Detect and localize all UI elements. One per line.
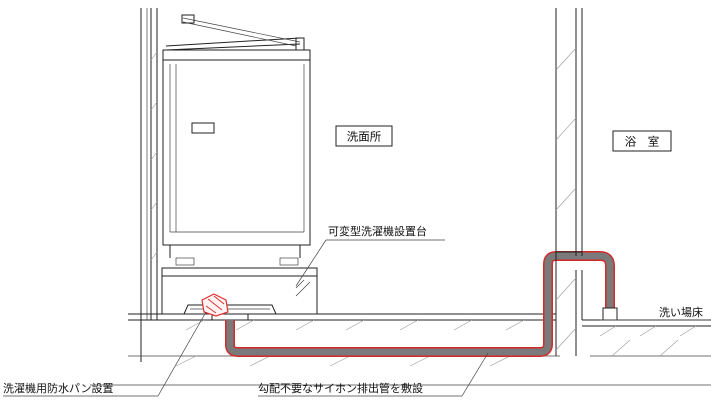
- stand-annotation: 可変型洗濯機設置台: [295, 224, 445, 287]
- bathroom-wall: [555, 8, 583, 356]
- washroom-label-text: 洗面所: [347, 130, 382, 144]
- siphon-pipe: [225, 251, 615, 357]
- stand-annotation-text: 可変型洗濯機設置台: [328, 224, 427, 238]
- wash-area-annotation: 洗い場床: [600, 305, 710, 321]
- bathroom-label-text: 浴 室: [625, 135, 660, 149]
- washroom-label: 洗面所: [335, 125, 393, 147]
- waterproof-pan: [183, 304, 277, 321]
- left-wall: [140, 8, 158, 362]
- pipe-annotation-text: 勾配不要なサイホン排出管を敷設: [258, 381, 423, 395]
- bathroom-label: 浴 室: [612, 130, 672, 152]
- variable-stand: [161, 267, 318, 315]
- pipe-annotation: 勾配不要なサイホン排出管を敷設: [258, 352, 489, 397]
- pan-annotation: 洗濯機用防水パン設置: [3, 311, 207, 397]
- wash-area-annotation-text: 洗い場床: [659, 305, 703, 319]
- pan-annotation-text: 洗濯機用防水パン設置: [3, 381, 114, 395]
- drain-fitting: [201, 293, 229, 317]
- washing-machine: [162, 14, 311, 266]
